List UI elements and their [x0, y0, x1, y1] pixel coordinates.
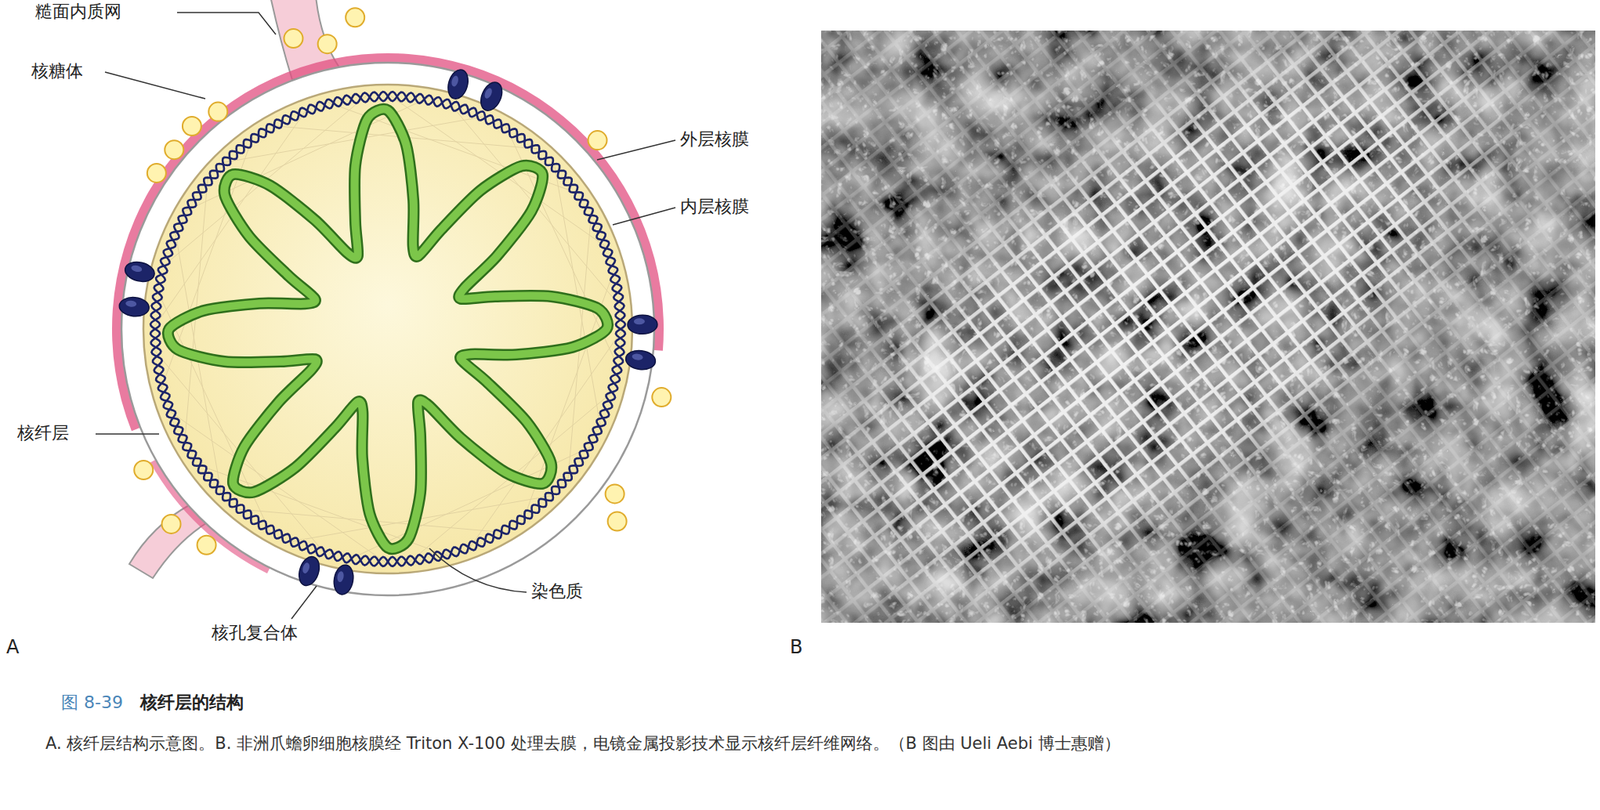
- ribosome: [605, 484, 625, 504]
- nuclear-pore-complex: [627, 314, 658, 335]
- leader-line: [429, 548, 527, 593]
- micrograph-texture: [821, 30, 1596, 623]
- ribosome: [651, 387, 671, 407]
- ribosome: [147, 163, 167, 183]
- leader-line: [612, 207, 676, 225]
- figure-title: 核纤层的结构: [140, 692, 244, 714]
- pore-highlight: [301, 561, 312, 575]
- ribosome: [164, 140, 184, 160]
- lamina-mesh: [821, 30, 1596, 623]
- panel-letter: A: [6, 636, 19, 659]
- micrograph: [821, 30, 1596, 623]
- ribosome: [283, 28, 303, 48]
- leader-line: [177, 12, 276, 35]
- ribosome: [162, 514, 181, 534]
- leader-line: [104, 72, 206, 99]
- micrograph-ground: [821, 30, 1596, 623]
- nuclear-pore-complex: [295, 553, 323, 589]
- pore-highlight: [631, 353, 644, 362]
- ribosome: [133, 460, 153, 480]
- ribosome: [345, 7, 365, 27]
- nuclear-pore-complex: [445, 67, 472, 102]
- ribosome: [197, 535, 217, 555]
- nuclear-pore-complex: [123, 259, 156, 285]
- part-label: 核糖体: [31, 61, 84, 82]
- ribosome: [588, 130, 608, 150]
- nuclear-pore-complex: [624, 348, 657, 371]
- panel-letter: B: [789, 636, 803, 659]
- chromatin: [167, 108, 608, 549]
- leader-line: [291, 586, 317, 620]
- part-label: 染色质: [531, 581, 583, 602]
- ribosome: [318, 34, 337, 54]
- part-label: 核孔复合体: [211, 622, 298, 644]
- pore-highlight: [130, 264, 143, 273]
- ribosome: [208, 102, 228, 122]
- figure-caption: A. 核纤层结构示意图。B. 非洲爪蟾卵细胞核膜经 Triton X-100 处…: [6, 722, 1591, 765]
- part-label: 内层核膜: [680, 196, 750, 218]
- leader-line: [597, 140, 676, 160]
- part-label: 外层核膜: [680, 129, 750, 150]
- ribosome: [182, 116, 202, 136]
- micrograph-speckle: [821, 30, 1596, 623]
- lamina-fibre: [150, 91, 626, 567]
- leader-lines: [95, 12, 676, 620]
- inner-nuclear-membrane: [143, 84, 633, 574]
- nuclear-pore-complex: [118, 296, 150, 318]
- lamina-mesh-faint: [821, 30, 1596, 623]
- pore-highlight: [125, 300, 138, 308]
- outer-nuclear-membrane: [121, 62, 655, 596]
- pore-highlight: [450, 75, 460, 88]
- part-label: 糙面内质网: [35, 1, 122, 22]
- pore-highlight: [336, 570, 344, 583]
- nucleus-drawing: [112, 0, 671, 597]
- nuclear-pore-complex: [331, 563, 355, 597]
- pore-highlight: [633, 318, 645, 325]
- ribosome: [608, 512, 627, 532]
- chromatin-outline: [167, 108, 608, 549]
- leader-line: [95, 433, 160, 435]
- nuclear-pore-complex: [476, 79, 506, 114]
- figure-number: 图 8-39: [61, 692, 124, 714]
- lamina-fibre: [150, 91, 626, 567]
- part-label: 核纤层: [17, 423, 69, 444]
- pore-highlight: [483, 86, 494, 100]
